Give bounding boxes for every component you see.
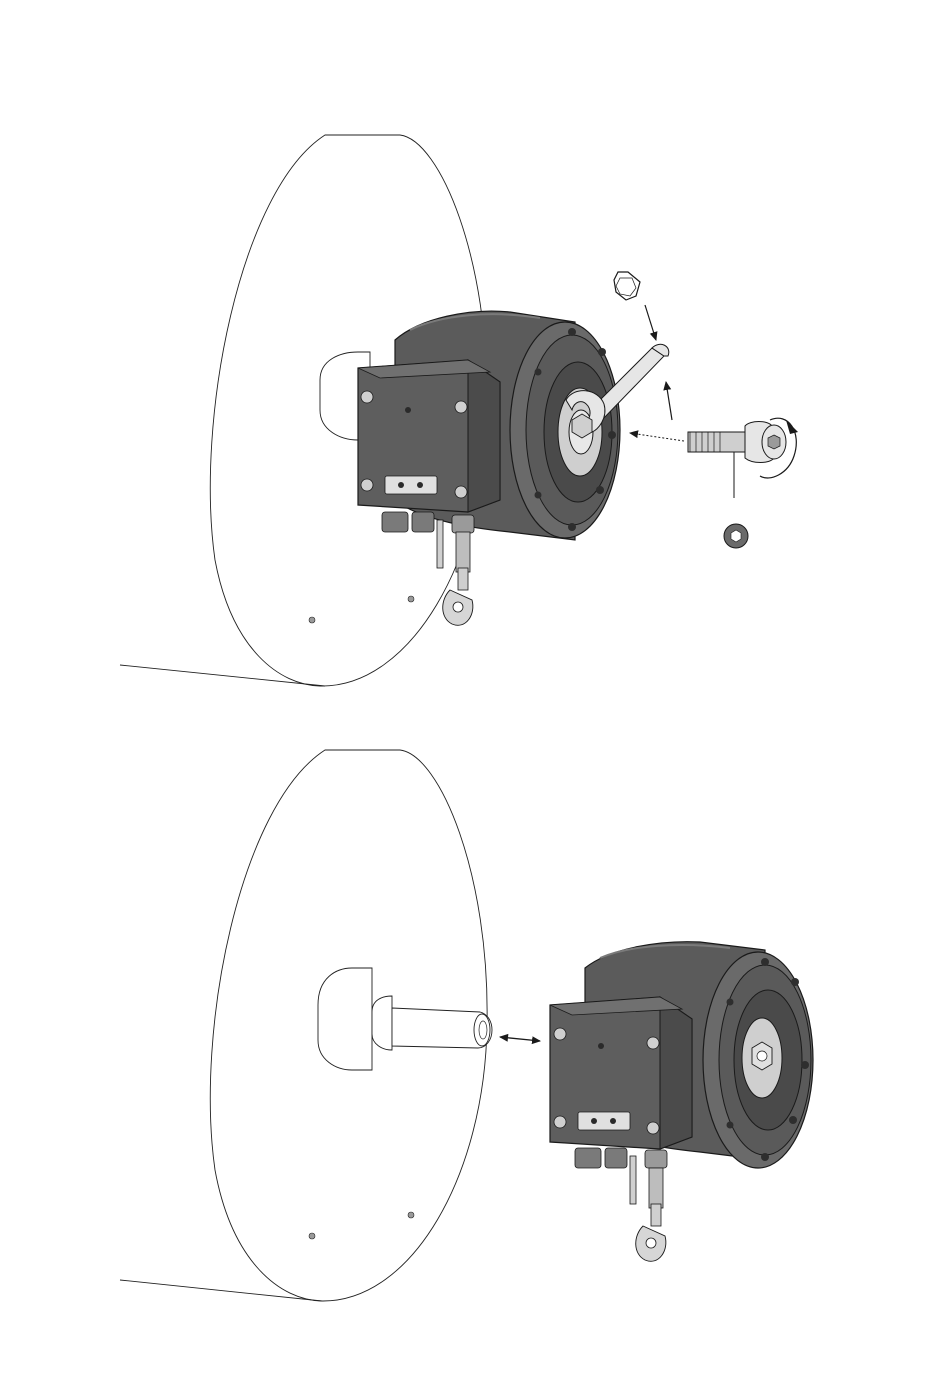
flange-hole-icon [789, 1116, 797, 1124]
cable-gland-icon [575, 1148, 601, 1168]
encoder-2 [550, 942, 813, 1262]
flange-hole-icon [535, 492, 542, 499]
flange-hole-icon [761, 1153, 769, 1161]
flange-hole-icon [598, 348, 606, 356]
machine-drum-2 [120, 750, 492, 1301]
box-screw-icon [554, 1116, 566, 1128]
drum-shaft-boss [318, 968, 372, 1070]
box-screw-icon [455, 486, 467, 498]
allen-key-icon [724, 524, 748, 548]
flange-hole-icon [596, 486, 604, 494]
step-2-group [120, 750, 813, 1301]
flange-hole-icon [727, 999, 734, 1006]
cable-gland-icon [382, 512, 408, 532]
step-1-group [120, 135, 798, 686]
box-screw-icon [647, 1122, 659, 1134]
double-headed-arrow-icon [500, 1037, 540, 1041]
arrow-to-wrench-icon [666, 382, 672, 420]
flange-hole-icon [761, 958, 769, 966]
label-plate [385, 476, 437, 494]
box-screw-icon [361, 391, 373, 403]
hex-nut-icon [614, 272, 640, 300]
cable-gland-icon [605, 1148, 627, 1168]
flange-hole-icon [791, 978, 799, 986]
flange-hole-icon [568, 523, 576, 531]
torque-arm [630, 1156, 636, 1204]
arrow-to-wrench-icon [645, 305, 656, 340]
drum-hole-icon [408, 596, 414, 602]
flange-hole-icon [608, 431, 616, 439]
box-screw-icon [554, 1028, 566, 1040]
torque-arm [437, 520, 443, 568]
box-screw-icon [361, 479, 373, 491]
label-plate [578, 1112, 630, 1130]
drum-hole-icon [309, 1233, 315, 1239]
drum-hole-icon [408, 1212, 414, 1218]
box-screw-icon [647, 1037, 659, 1049]
flange-hole-icon [535, 369, 542, 376]
screw-insertion-arrow-icon [630, 433, 684, 441]
cable-gland-icon [412, 512, 434, 532]
flange-hole-icon [568, 328, 576, 336]
box-screw-icon [455, 401, 467, 413]
flange-hole-icon [801, 1061, 809, 1069]
socket-head-cap-screw-icon [688, 422, 786, 463]
drum-hole-icon [309, 617, 315, 623]
flange-hole-icon [727, 1122, 734, 1129]
